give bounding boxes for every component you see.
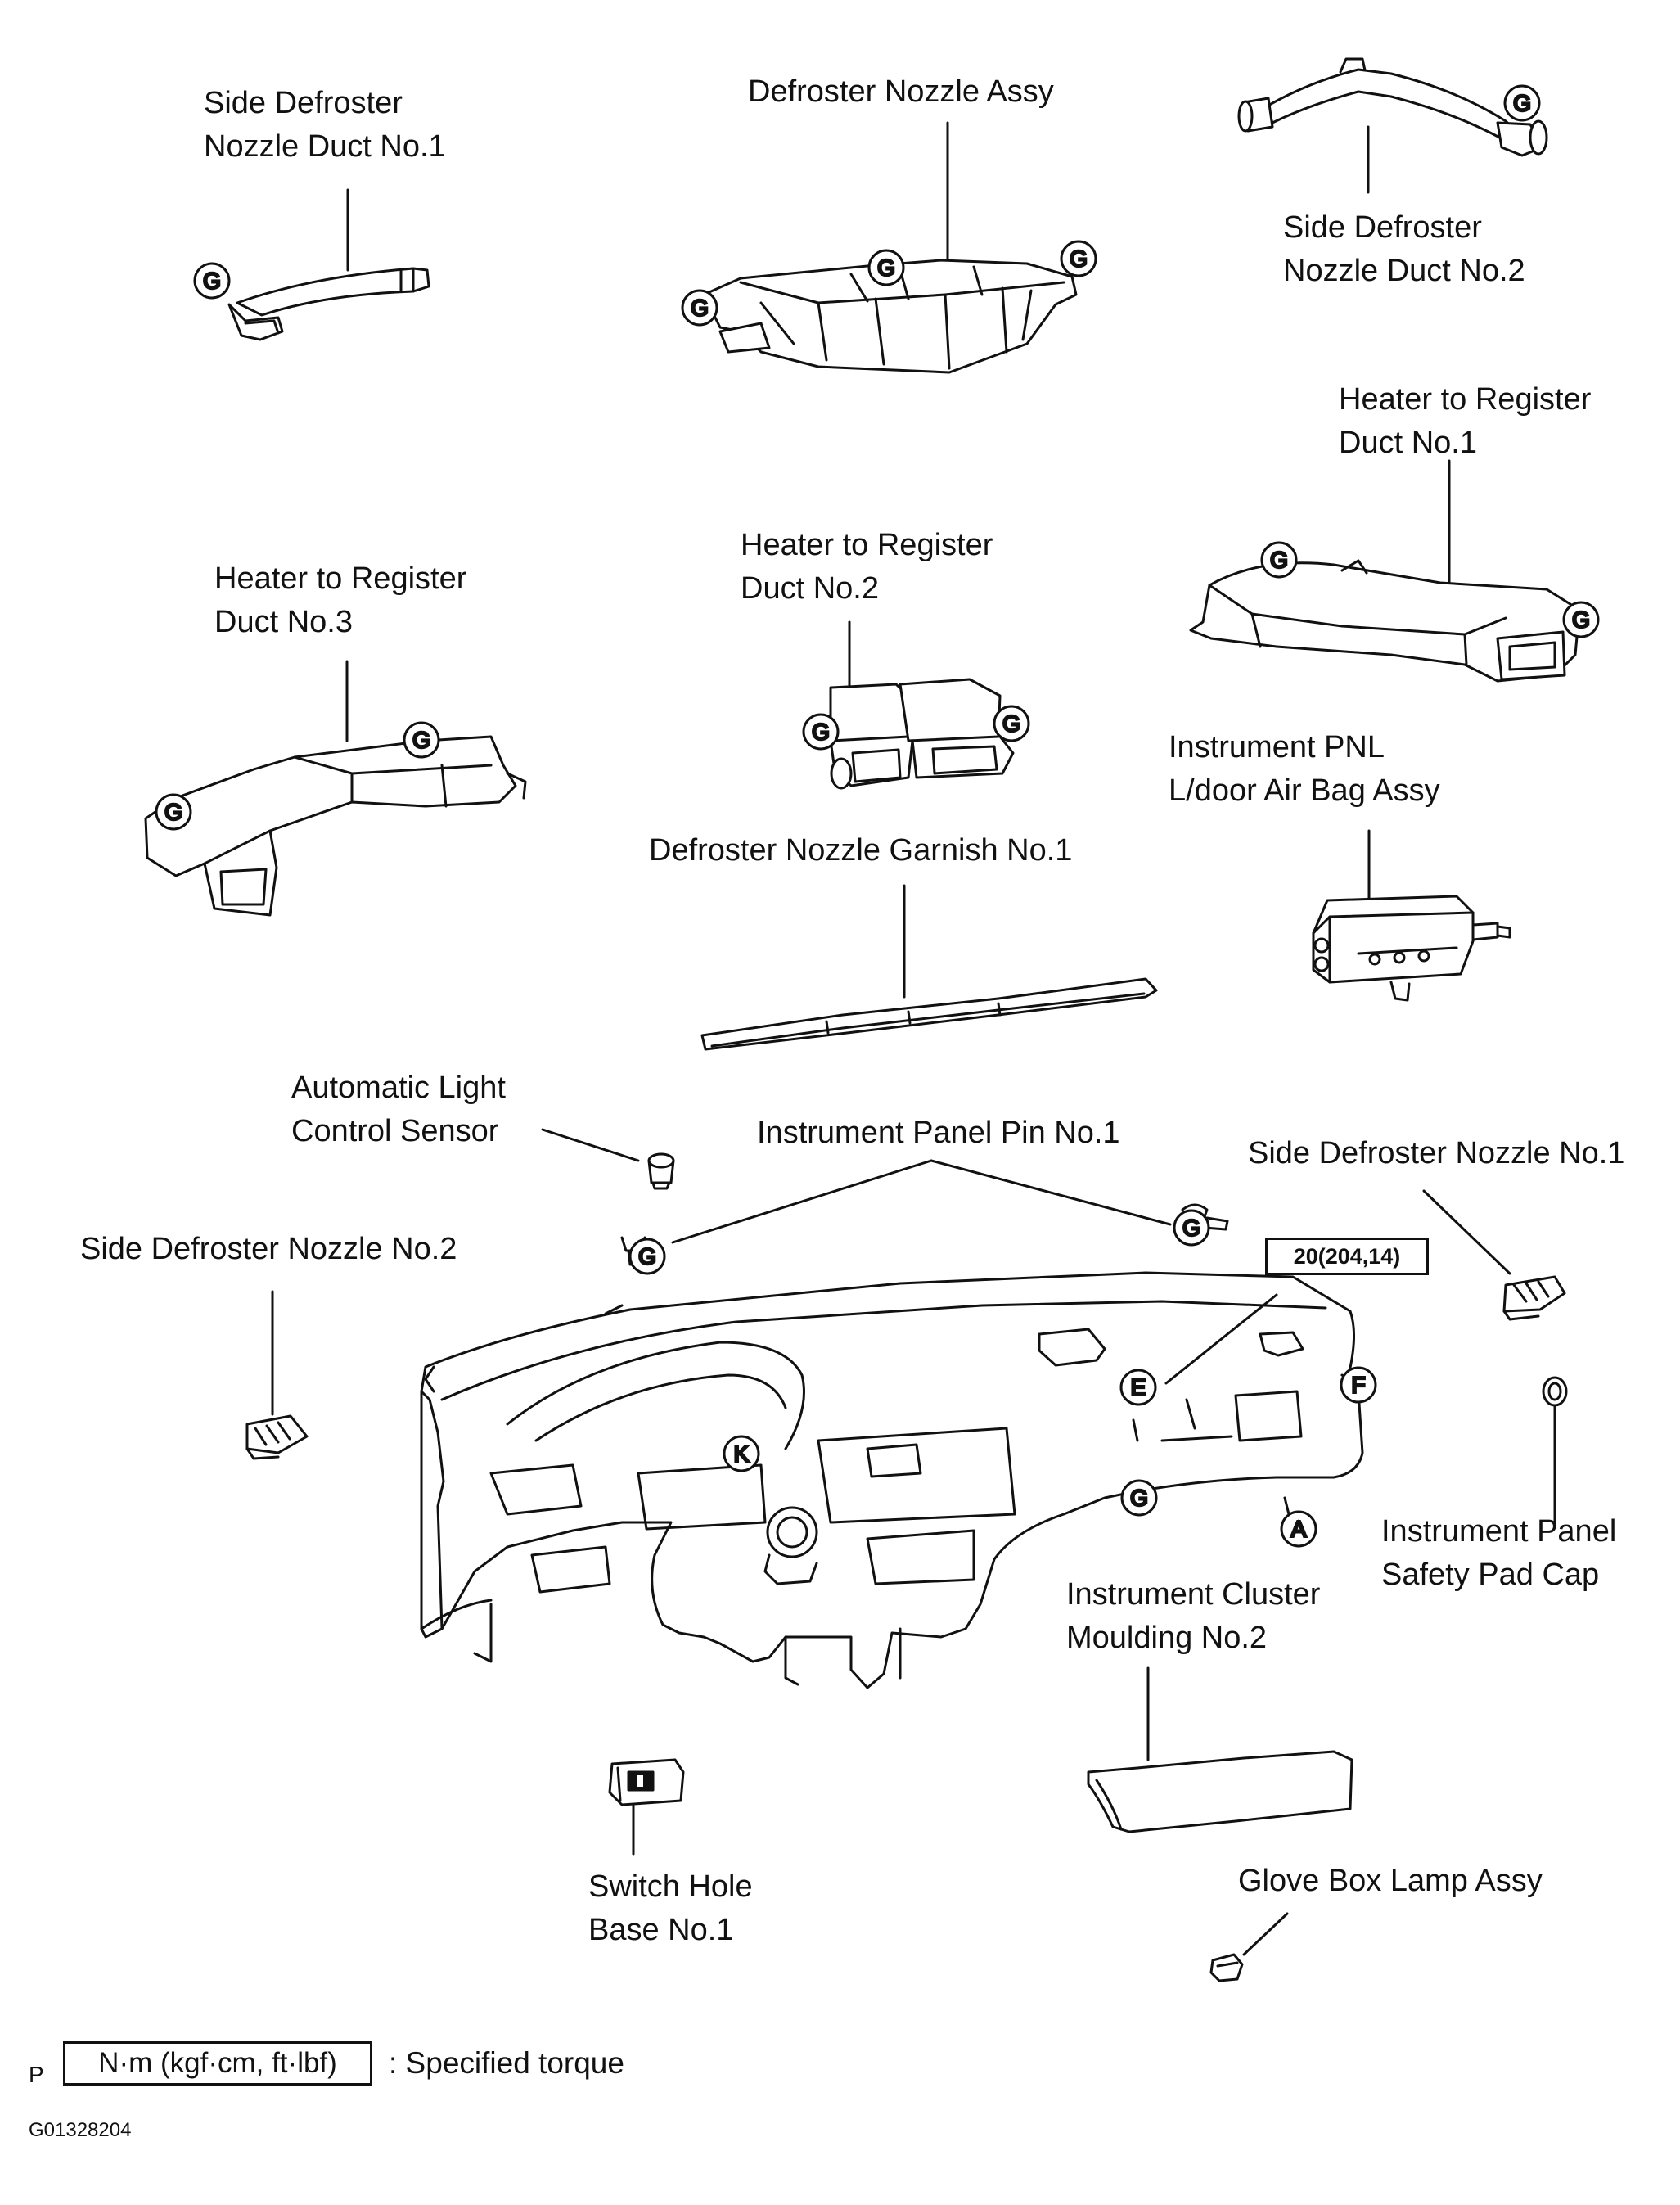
airbag-assy-part <box>1312 829 1511 1002</box>
safety-pad-cap-part <box>1542 1376 1568 1528</box>
switch-hole-base-part <box>608 1758 685 1856</box>
callout-g-pin-right: G <box>1173 1209 1210 1247</box>
callout-g-panel: G <box>1120 1479 1158 1517</box>
callout-g-nozzle-center: G <box>867 249 905 286</box>
label-switch-hole-base: Switch Hole Base No.1 <box>588 1869 753 1947</box>
callout-e: E <box>1119 1369 1157 1406</box>
side-defroster-nozzle-duct-1-part <box>227 188 430 341</box>
callout-k: K <box>723 1435 760 1472</box>
callout-g-duct1: G <box>193 262 231 300</box>
cluster-moulding-part <box>1087 1666 1353 1833</box>
label-heater-register-duct-1: Heater to Register Duct No.1 <box>1339 382 1592 460</box>
label-airbag-assy: Instrument PNL L/door Air Bag Assy <box>1169 730 1440 808</box>
callout-g-nozzle-right: G <box>1060 240 1097 277</box>
label-heater-register-duct-2: Heater to Register Duct No.2 <box>741 528 993 606</box>
heater-register-duct-2-part <box>829 620 1015 790</box>
svg-text:G: G <box>412 728 430 753</box>
glove-box-lamp-part <box>1209 1912 1289 1982</box>
label-safety-pad-cap: Instrument Panel Safety Pad Cap <box>1381 1514 1617 1592</box>
label-defroster-nozzle-garnish: Defroster Nozzle Garnish No.1 <box>649 833 1073 868</box>
svg-text:K: K <box>734 1441 750 1467</box>
svg-text:G: G <box>1130 1486 1148 1511</box>
legend-text: : Specified torque <box>389 2046 624 2080</box>
label-side-defroster-nozzle-duct-1: Side Defroster Nozzle Duct No.1 <box>204 86 446 164</box>
svg-text:G: G <box>1182 1215 1200 1241</box>
side-defroster-nozzle-duct-2-part <box>1237 57 1548 194</box>
label-cluster-moulding: Instrument Cluster Moulding No.2 <box>1066 1577 1321 1655</box>
svg-text:G: G <box>638 1244 656 1269</box>
label-glove-box-lamp: Glove Box Lamp Assy <box>1238 1864 1543 1898</box>
label-side-defroster-nozzle-2: Side Defroster Nozzle No.2 <box>80 1232 457 1266</box>
heater-register-duct-1-part <box>1189 459 1581 683</box>
side-defroster-nozzle-2-part <box>245 1290 309 1460</box>
svg-text:G: G <box>877 255 895 281</box>
legend-prefix: P <box>29 2062 44 2087</box>
label-side-defroster-nozzle-1: Side Defroster Nozzle No.1 <box>1248 1136 1625 1170</box>
heater-register-duct-3-part <box>144 660 527 917</box>
legend-torque-unit-box: N·m (kgf·cm, ft·lbf) <box>63 2041 372 2086</box>
label-instrument-panel-pin: Instrument Panel Pin No.1 <box>757 1116 1120 1150</box>
svg-text:G: G <box>1572 607 1590 633</box>
torque-leader <box>1164 1293 1278 1385</box>
torque-spec-box: 20(204,14) <box>1265 1238 1429 1275</box>
callout-g-heater3-top: G <box>403 721 440 759</box>
callout-g-nozzle-left: G <box>681 289 718 327</box>
svg-text:G: G <box>1070 246 1088 272</box>
svg-text:F: F <box>1351 1373 1365 1398</box>
defroster-nozzle-assy-part <box>702 121 1078 374</box>
callout-g-heater1-left: G <box>1260 541 1298 579</box>
defroster-nozzle-garnish-part <box>700 884 1158 1051</box>
svg-text:A: A <box>1291 1517 1307 1542</box>
label-defroster-nozzle-assy: Defroster Nozzle Assy <box>748 74 1054 109</box>
callout-g-duct2: G <box>1503 84 1541 122</box>
light-sensor-part <box>541 1128 675 1190</box>
instrument-panel-pin-part <box>620 1159 1229 1266</box>
svg-text:G: G <box>1002 711 1020 737</box>
callout-g-pin-left: G <box>628 1238 666 1275</box>
svg-text:E: E <box>1131 1375 1146 1400</box>
callout-g-heater2-left: G <box>802 713 840 751</box>
label-side-defroster-nozzle-duct-2: Side Defroster Nozzle Duct No.2 <box>1283 210 1525 288</box>
side-defroster-nozzle-1-part <box>1422 1189 1566 1321</box>
svg-text:G: G <box>691 295 709 321</box>
svg-text:G: G <box>1270 548 1288 573</box>
svg-text:G: G <box>812 719 830 745</box>
callout-a: A <box>1280 1510 1317 1548</box>
callout-g-heater2-right: G <box>993 705 1030 742</box>
callout-f: F <box>1340 1366 1377 1404</box>
callout-g-heater3-left: G <box>155 793 192 831</box>
label-light-sensor: Automatic Light Control Sensor <box>291 1071 506 1148</box>
svg-text:G: G <box>203 268 221 294</box>
label-heater-register-duct-3: Heater to Register Duct No.3 <box>214 561 467 639</box>
svg-text:G: G <box>1513 91 1531 116</box>
callout-g-heater1-right: G <box>1562 601 1600 638</box>
svg-text:G: G <box>164 800 182 825</box>
figure-code: G01328204 <box>29 2119 132 2141</box>
